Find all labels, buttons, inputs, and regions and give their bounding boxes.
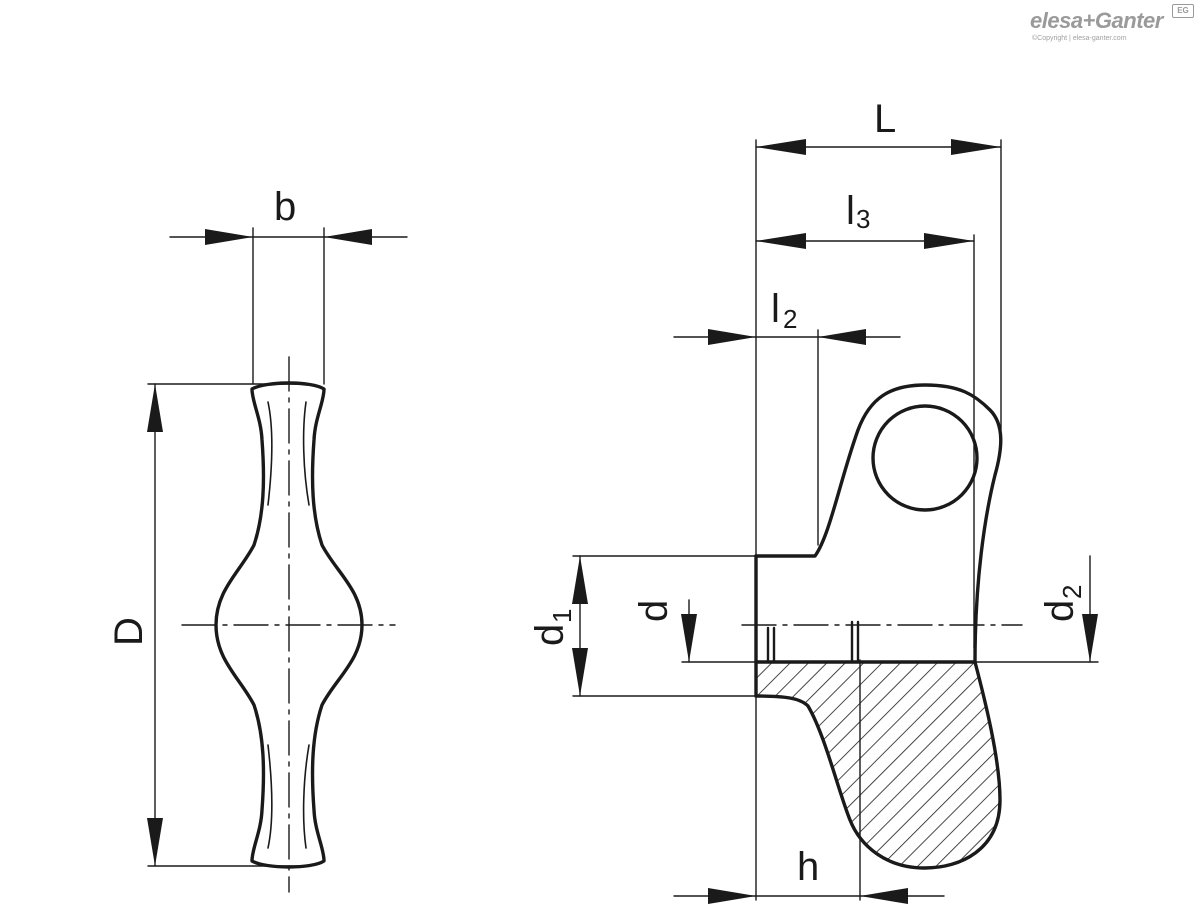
L-arrow-left	[756, 139, 806, 155]
label-b: b	[274, 185, 296, 229]
b-arrow-right	[324, 229, 372, 245]
bore-insert-left	[766, 626, 776, 664]
front-upper-ridge-left	[267, 401, 273, 506]
label-l3-main: l	[846, 189, 855, 233]
front-view	[147, 227, 408, 893]
label-d1-sub: 1	[547, 609, 577, 623]
side-wing-outline-upper	[754, 383, 1003, 664]
logo-copyright: ©Copyright | elesa-ganter.com	[1032, 35, 1127, 42]
d-arrow-down	[681, 614, 697, 662]
d1-arrow-top	[572, 556, 588, 604]
h-arrow-left	[708, 888, 756, 904]
section-hatch-area	[756, 662, 1000, 868]
front-upper-ridge-right	[302, 401, 310, 506]
bore-insert-right	[850, 620, 860, 664]
l2-arrow-left	[708, 329, 756, 345]
front-lower-ridge-right	[302, 744, 310, 849]
front-lower-ridge-left	[267, 744, 273, 849]
side-view	[572, 139, 1099, 904]
label-d1-main: d	[528, 624, 572, 646]
d2-arrow-down	[1082, 614, 1098, 662]
D-arrow-top	[147, 384, 163, 432]
label-h: h	[797, 845, 819, 889]
logo-badge: EG	[1172, 4, 1194, 18]
label-l3-sub: 3	[856, 204, 870, 234]
label-d2-main: d	[1038, 600, 1082, 622]
section-outline	[754, 660, 1002, 870]
d1-arrow-bottom	[572, 648, 588, 696]
dimension-labels: b D L l 3 l 2 d 1 d d 2 h	[107, 97, 1087, 889]
label-l2-main: l	[771, 287, 780, 331]
label-d: d	[632, 600, 676, 622]
l3-arrow-right	[924, 233, 974, 249]
D-arrow-bottom	[147, 818, 163, 866]
front-wing-outline	[214, 381, 364, 869]
label-d2-sub: 2	[1057, 585, 1087, 599]
l2-arrow-right	[818, 329, 866, 345]
elesa-ganter-logo: elesa+Ganter EG ©Copyright | elesa-gante…	[1030, 4, 1196, 48]
L-arrow-right	[951, 139, 1001, 155]
h-arrow-right	[860, 888, 908, 904]
label-D: D	[107, 617, 151, 646]
label-l2-sub: 2	[783, 304, 797, 334]
wing-hole	[871, 404, 979, 512]
label-L: L	[874, 97, 896, 141]
l3-arrow-left	[756, 233, 806, 249]
logo-brand: elesa+Ganter	[1030, 8, 1163, 33]
b-arrow-left	[205, 229, 253, 245]
